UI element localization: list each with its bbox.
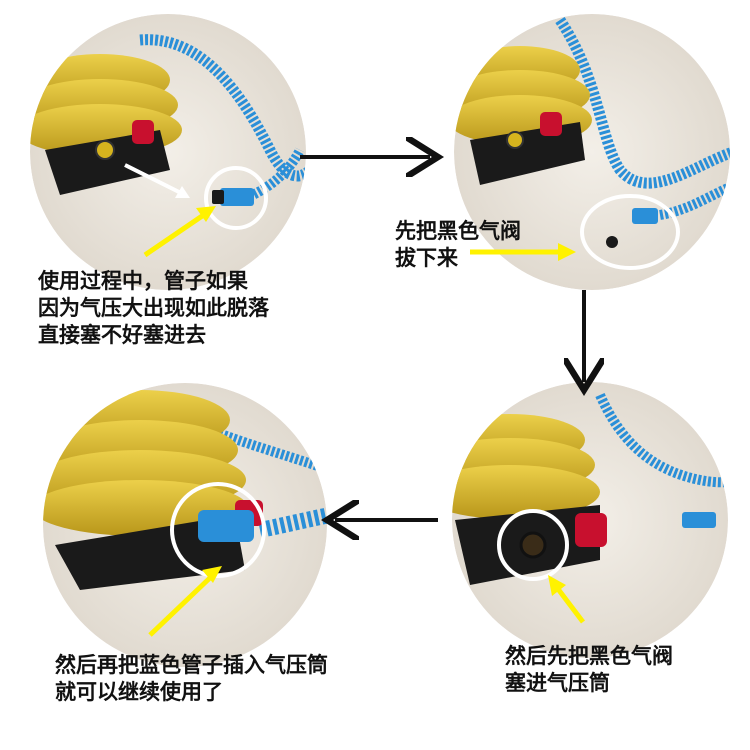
caption-step-1-line-3: 直接塞不好塞进去 [38,323,206,347]
caption-step-1: 使用过程中，管子如果 因为气压大出现如此脱落 直接塞不好塞进去 [38,268,269,349]
photo-step-3 [452,382,728,658]
photo-step-2 [454,14,730,290]
caption-step-3: 然后先把黑色气阀 塞进气压筒 [505,643,673,697]
caption-step-2-line-2: 拔下来 [395,246,458,270]
photo-step-4 [43,383,327,667]
caption-step-1-line-2: 因为气压大出现如此脱落 [38,296,269,320]
caption-step-2: 先把黑色气阀 拔下来 [395,218,521,272]
caption-step-3-line-1: 然后先把黑色气阀 [505,644,673,668]
caption-step-4: 然后再把蓝色管子插入气压筒 就可以继续使用了 [55,652,328,706]
caption-step-2-line-1: 先把黑色气阀 [395,219,521,243]
caption-step-4-line-2: 就可以继续使用了 [55,680,223,704]
caption-step-4-line-1: 然后再把蓝色管子插入气压筒 [55,653,328,677]
caption-step-3-line-2: 塞进气压筒 [505,671,610,695]
caption-step-1-line-1: 使用过程中，管子如果 [38,269,248,293]
photo-step-1 [30,14,306,290]
